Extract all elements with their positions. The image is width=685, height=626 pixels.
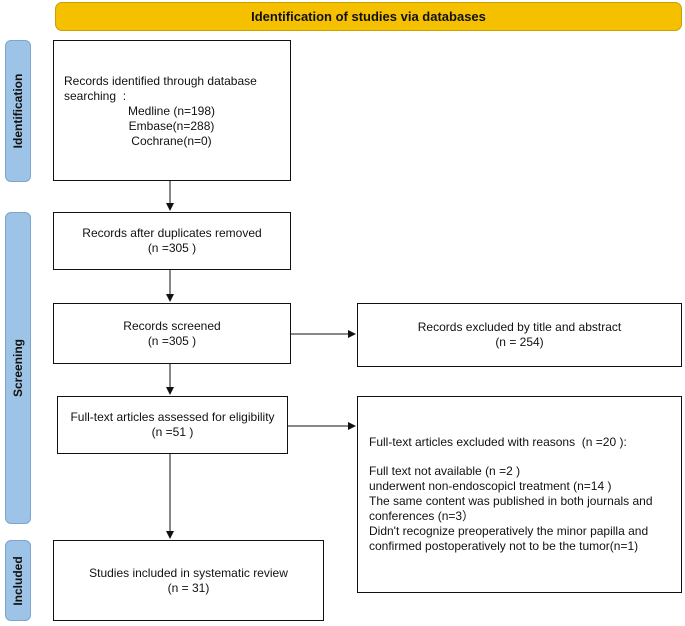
excluded-reason-not-available: Full text not available (n =2 ) (369, 464, 521, 478)
dedup-line2: (n =305 ) (147, 241, 197, 255)
included-line1: Studies included in systematic review (89, 565, 288, 580)
fulltext-excluded-box: Full-text articles excluded with reasons… (357, 396, 682, 593)
stage-included: Included (5, 540, 31, 621)
excluded-reason-minor-papilla-line1: Didn't recognize preoperatively the mino… (369, 524, 649, 538)
screened-line2: (n =305 ) (147, 333, 197, 348)
excluded-title-line1: Records excluded by title and abstract (417, 320, 622, 334)
identified-medline: Medline (n=198) (127, 104, 216, 118)
excluded-reason-duplicate-line1: The same content was published in both j… (369, 494, 653, 508)
studies-included-box: Studies included in systematic review (n… (53, 540, 324, 621)
fulltext-line2: (n =51 ) (151, 425, 194, 439)
identified-line2: searching : (64, 89, 127, 103)
stage-identification: Identification (5, 40, 31, 182)
excluded-reason-non-endoscopic: underwent non-endoscopicl treatment (n=1… (369, 479, 612, 493)
identified-cochrane: Cochrane(n=0) (131, 134, 212, 148)
header-banner: Identification of studies via databases (55, 2, 682, 31)
records-dedup-box: Records after duplicates removed (n =305… (53, 212, 291, 270)
records-screened-box: Records screened (n =305 ) (53, 303, 291, 364)
dedup-line1: Records after duplicates removed (82, 226, 262, 240)
included-line2: (n = 31) (167, 580, 210, 595)
screened-line1: Records screened (123, 318, 221, 333)
fulltext-assessed-box: Full-text articles assessed for eligibil… (57, 396, 288, 454)
identified-embase: Embase(n=288) (128, 119, 215, 133)
excluded-fulltext-heading: Full-text articles excluded with reasons… (369, 435, 627, 449)
excluded-title-line2: (n = 254) (495, 335, 544, 349)
excluded-reason-duplicate-line2: conferences (n=3） (369, 509, 475, 523)
header-title: Identification of studies via databases (251, 9, 486, 24)
records-identified-box: Records identified through database sear… (53, 40, 291, 181)
records-excluded-title-box: Records excluded by title and abstract (… (357, 303, 682, 367)
fulltext-line1: Full-text articles assessed for eligibil… (70, 410, 275, 424)
excluded-reason-minor-papilla-line2: confirmed postoperatively not to be the … (369, 539, 639, 553)
stage-screening: Screening (5, 212, 31, 524)
identified-line1: Records identified through database (64, 74, 257, 88)
